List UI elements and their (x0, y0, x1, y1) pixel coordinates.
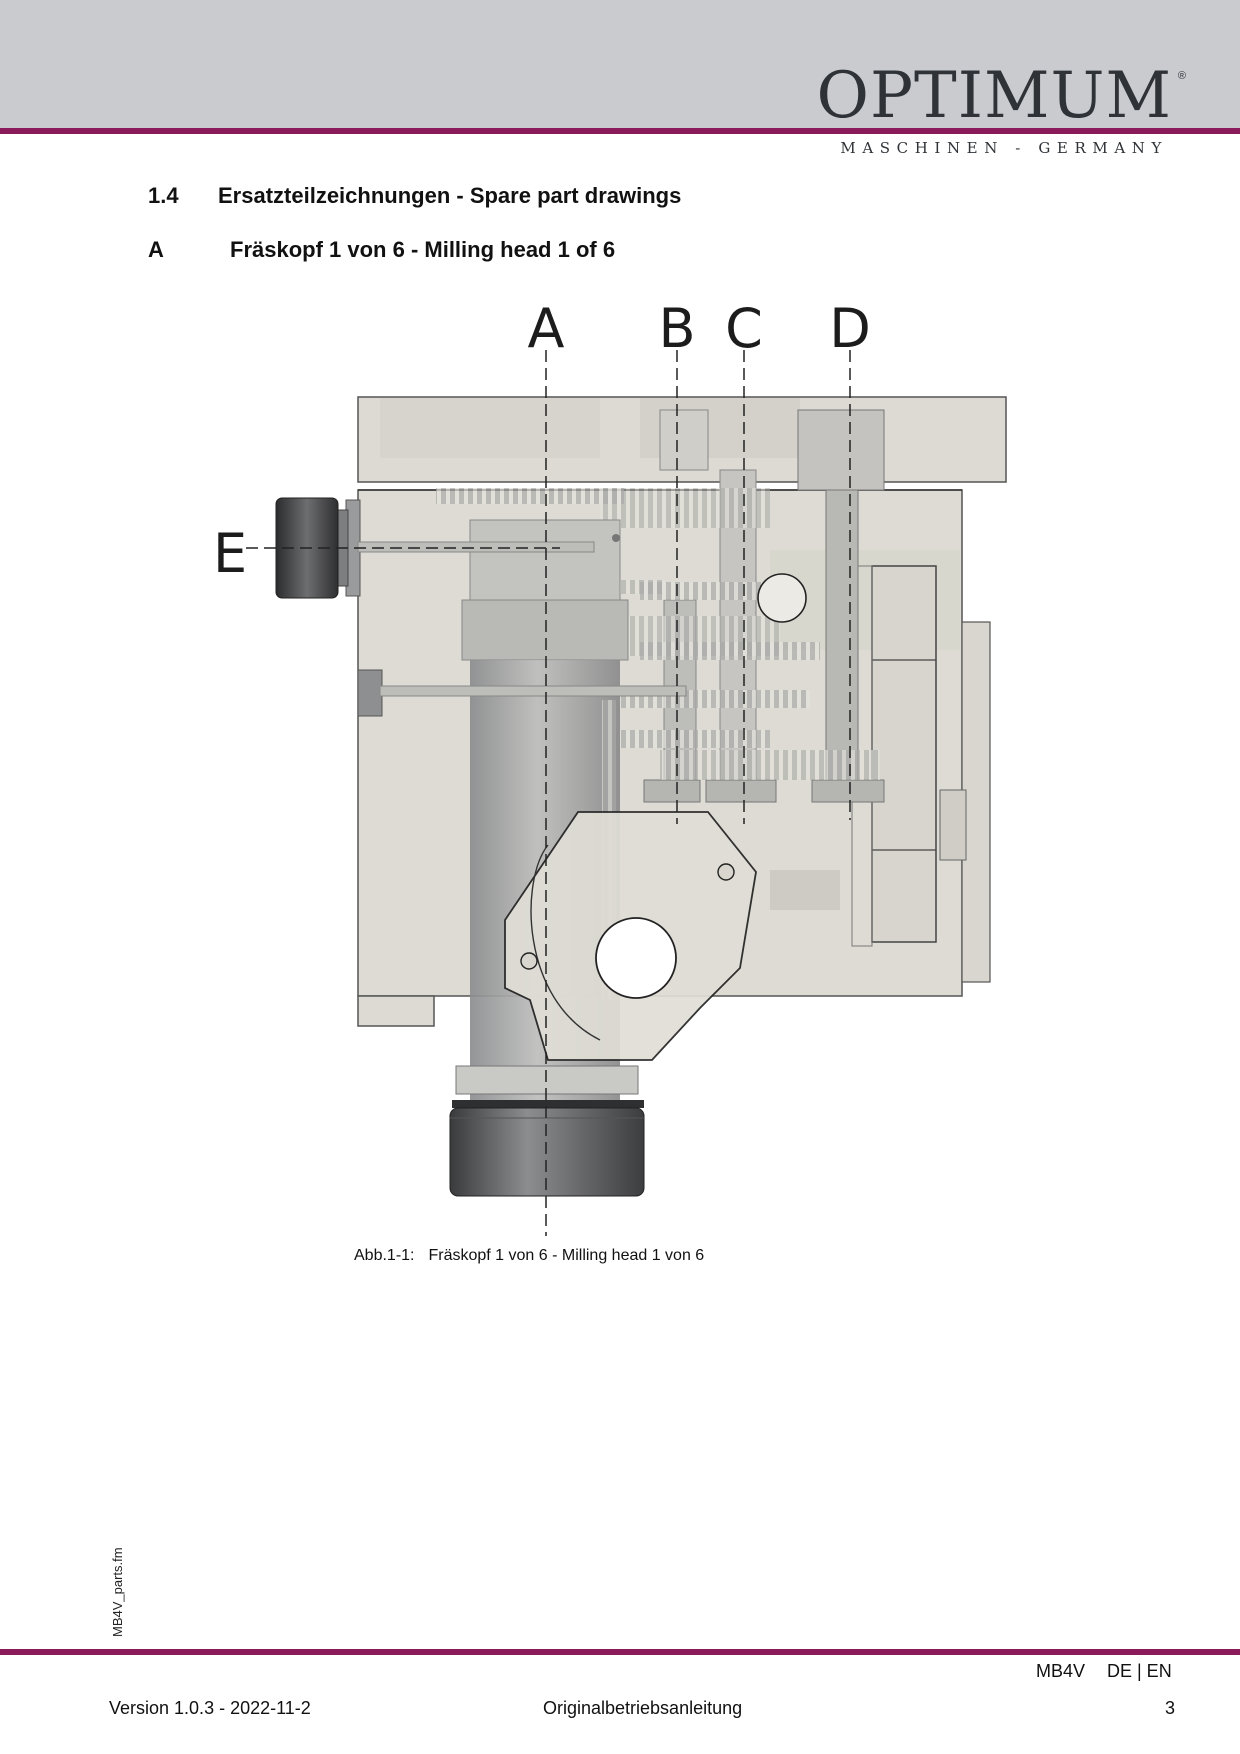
caption-label: Abb.1-1: (354, 1247, 415, 1264)
callout-a: A (528, 297, 565, 360)
brand-logo: OPTIMUM ® (816, 59, 1187, 133)
callout-labels: A B C D E (213, 297, 871, 585)
caption-text: Fräskopf 1 von 6 - Milling head 1 von 6 (428, 1247, 705, 1264)
gear-stack (436, 488, 880, 780)
section-number: 1.4 (148, 183, 179, 208)
footer-doc-type: Originalbetriebsanleitung (543, 1698, 743, 1718)
callout-c: C (725, 297, 763, 360)
footer-model: MB4V (1036, 1661, 1086, 1681)
subsection-letter: A (148, 237, 164, 262)
logo-wordmark: OPTIMUM (816, 59, 1172, 133)
axis-lines (246, 350, 851, 1236)
callout-b: B (658, 297, 695, 360)
registered-mark: ® (1177, 70, 1186, 82)
logo-tagline: MASCHINEN - GERMANY (840, 139, 1168, 157)
subsection-title: Fräskopf 1 von 6 - Milling head 1 of 6 (230, 237, 616, 262)
side-filename: MB4V_parts.fm (110, 1547, 125, 1637)
figure-caption: Abb.1-1: Fräskopf 1 von 6 - Milling head … (354, 1247, 704, 1265)
callout-d: D (829, 297, 871, 360)
header-rule (0, 128, 1240, 134)
callout-e: E (213, 522, 247, 585)
section-title: Ersatzteilzeichnungen - Spare part drawi… (218, 183, 682, 208)
footer-version: Version 1.0.3 - 2022-11-2 (109, 1698, 311, 1718)
cam-plate (504, 573, 807, 1061)
footer-rule (0, 1649, 1240, 1655)
footer-languages: DE | EN (1107, 1661, 1172, 1681)
header-band (0, 0, 1240, 128)
page-number: 3 (1165, 1698, 1176, 1718)
